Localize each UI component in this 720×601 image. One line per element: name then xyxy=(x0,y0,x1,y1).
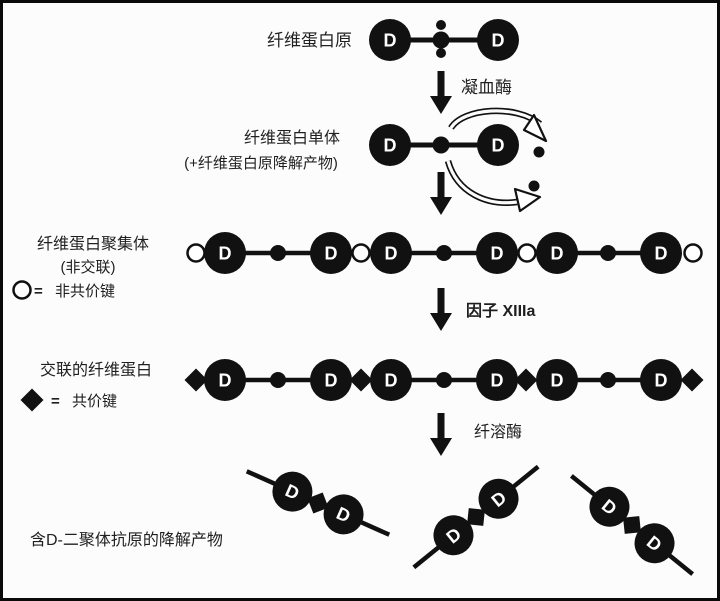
fibrin-aggregate-label: 纤维蛋白聚集体 xyxy=(37,235,149,253)
e-domain-dot xyxy=(600,372,616,388)
d-domain-node xyxy=(204,359,246,401)
released-peptide-dot xyxy=(533,146,545,158)
d-domain-node xyxy=(369,19,411,61)
curved-arrowhead-icon xyxy=(513,187,542,213)
d-domain-node xyxy=(310,359,352,401)
d-domain-node xyxy=(536,232,578,274)
fibrinopeptide-dot xyxy=(436,20,446,30)
fibrin-monomer-molecule xyxy=(369,124,519,166)
d-domain-node xyxy=(370,359,412,401)
d-dimer-fragment xyxy=(412,464,540,570)
fibrinogen-molecule xyxy=(369,19,519,61)
d-domain-node xyxy=(369,124,411,166)
fdp-note-label: (+纤维蛋白原降解产物) xyxy=(184,155,338,172)
noncovalent-bond-icon xyxy=(683,243,703,263)
legend-equals: = xyxy=(34,283,43,300)
factor-xiiia-label: 因子 XIIIa xyxy=(466,302,535,320)
d-dimer-fragment xyxy=(569,474,695,576)
fibrinogen-label: 纤维蛋白原 xyxy=(267,31,352,50)
released-peptide-dot xyxy=(528,180,540,192)
crosslinked-fibrin-label: 交联的纤维蛋白 xyxy=(40,361,152,379)
fibrinopeptide-release-arrows xyxy=(444,107,548,213)
e-domain-dot xyxy=(270,245,286,261)
noncovalent-bond-icon xyxy=(351,243,371,263)
e-domain-dot xyxy=(436,372,452,388)
d-domain-node xyxy=(536,359,578,401)
d-domain-node xyxy=(310,232,352,274)
noncovalent-legend-label: 非共价键 xyxy=(55,283,115,300)
legend-equals: = xyxy=(51,393,60,410)
d-domain-node xyxy=(477,19,519,61)
degradation-products-label: 含D-二聚体抗原的降解产物 xyxy=(30,531,223,549)
covalent-legend-label: 共价键 xyxy=(72,393,117,410)
noncrosslinked-note-label: (非交联) xyxy=(61,258,116,276)
e-domain-dot xyxy=(270,372,286,388)
d-domain-node xyxy=(370,232,412,274)
fibrin-monomer-label: 纤维蛋白单体 xyxy=(244,129,340,147)
d-domain-node xyxy=(477,124,519,166)
d-domain-node xyxy=(640,359,682,401)
curved-arrowhead-icon xyxy=(522,113,548,143)
d-dimer-fragment xyxy=(245,465,391,541)
thrombin-label: 凝血酶 xyxy=(461,78,512,97)
d-domain-node xyxy=(204,232,246,274)
fibrinopeptide-dot xyxy=(436,48,446,58)
e-domain-dot xyxy=(600,245,616,261)
d-domain-node xyxy=(640,232,682,274)
plasmin-label: 纤溶酶 xyxy=(474,423,522,441)
d-domain-node xyxy=(476,359,518,401)
d-domain-node xyxy=(476,232,518,274)
e-domain-dot xyxy=(436,245,452,261)
noncovalent-bond-icon xyxy=(517,243,537,263)
crosslinked-fibrin-molecule xyxy=(184,359,704,401)
noncovalent-bond-icon xyxy=(186,243,206,263)
noncovalent-bond-icon xyxy=(12,280,32,300)
e-domain-dot xyxy=(432,136,450,154)
e-domain-dot xyxy=(432,31,450,49)
fibrin-aggregate-molecule xyxy=(186,232,703,274)
